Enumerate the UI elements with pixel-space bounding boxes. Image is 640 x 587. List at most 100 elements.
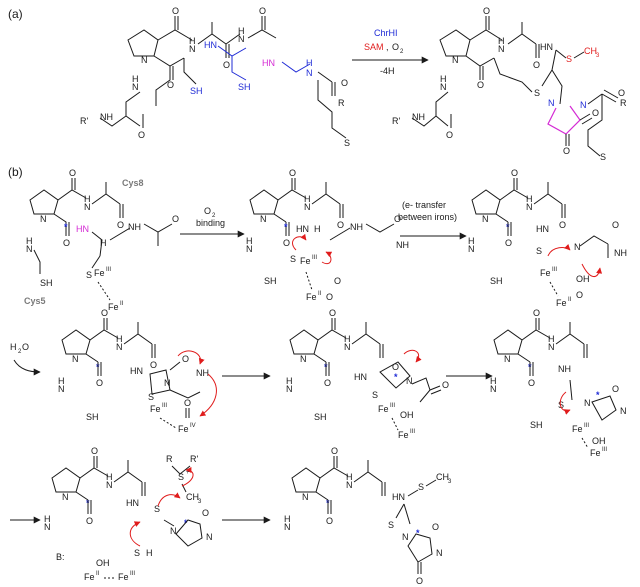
- svg-text:OH: OH: [96, 558, 110, 568]
- svg-text:O: O: [331, 446, 338, 456]
- svg-text:H: H: [84, 194, 91, 204]
- svg-text:OH: OH: [592, 436, 606, 446]
- svg-text:Fe: Fe: [378, 404, 389, 414]
- intermediate-2: N O H N O HN H * O NH O NH S Fe III Fe I…: [246, 168, 409, 302]
- svg-text:S: S: [558, 400, 564, 410]
- arrow-step-2: (e- transfer between irons): [398, 200, 467, 240]
- svg-text:O: O: [91, 446, 98, 456]
- svg-text:O: O: [96, 378, 103, 388]
- arrow-step-1: O 2 binding: [180, 206, 245, 238]
- svg-text:II: II: [318, 291, 322, 297]
- svg-text:H: H: [344, 334, 351, 344]
- svg-text:3: 3: [596, 53, 600, 59]
- svg-text:Fe: Fe: [556, 298, 567, 308]
- svg-text:*: *: [596, 390, 600, 400]
- svg-text:N: N: [402, 532, 409, 542]
- svg-text:SH: SH: [264, 276, 277, 286]
- svg-text:O: O: [101, 308, 108, 318]
- svg-text:H: H: [526, 194, 533, 204]
- svg-text:,: ,: [386, 42, 389, 52]
- svg-text:Fe: Fe: [300, 256, 311, 266]
- svg-text:*: *: [416, 528, 420, 538]
- svg-text:III: III: [390, 403, 395, 409]
- svg-text:S: S: [178, 472, 184, 482]
- svg-text:O: O: [334, 276, 341, 286]
- svg-text:Fe: Fe: [590, 448, 601, 458]
- svg-text:S: S: [372, 390, 378, 400]
- water-loss-arrow: H 2 O: [10, 342, 41, 376]
- ring-n-blue: N: [548, 98, 555, 108]
- svg-text:S: S: [134, 548, 140, 558]
- atom-o: O: [341, 78, 348, 88]
- svg-text:between irons): between irons): [398, 212, 457, 222]
- svg-text:H: H: [116, 334, 123, 344]
- svg-text:H: H: [44, 514, 51, 524]
- svg-text:O: O: [184, 398, 191, 408]
- svg-text:N: N: [58, 384, 65, 394]
- atom-h: H: [238, 26, 245, 36]
- atom-hn-blue: HN: [204, 40, 217, 50]
- svg-text:N: N: [436, 548, 443, 558]
- svg-text:NH: NH: [558, 364, 571, 374]
- cys8-label: Cys8: [122, 178, 144, 188]
- svg-text:O: O: [150, 360, 157, 370]
- svg-text:CH: CH: [436, 472, 449, 482]
- panel-a-label: (a): [8, 7, 23, 21]
- svg-text:S: S: [154, 504, 160, 514]
- svg-text:H: H: [106, 472, 113, 482]
- svg-text:3: 3: [198, 499, 202, 505]
- svg-text:B:: B:: [56, 552, 65, 562]
- svg-text:II: II: [96, 571, 100, 577]
- svg-text:S: S: [600, 152, 606, 162]
- svg-text:NH: NH: [196, 368, 209, 378]
- svg-text:HN: HN: [392, 492, 405, 502]
- svg-text:O: O: [69, 168, 76, 178]
- svg-text:O: O: [289, 168, 296, 178]
- svg-text:binding: binding: [196, 218, 225, 228]
- svg-text:OH: OH: [400, 410, 414, 420]
- svg-text:SH: SH: [314, 412, 327, 422]
- svg-text:HN: HN: [536, 224, 549, 234]
- svg-text:N: N: [526, 202, 533, 212]
- svg-text:H: H: [286, 376, 293, 386]
- svg-text:S: S: [148, 392, 154, 402]
- svg-text:NH: NH: [350, 222, 363, 232]
- svg-text:H: H: [100, 238, 107, 248]
- svg-text:Fe: Fe: [84, 572, 95, 582]
- intermediate-7: N O H N * O HN S R R' S + CH 3 N * O N S…: [44, 446, 213, 582]
- svg-text:SH: SH: [530, 420, 543, 430]
- svg-text:N: N: [548, 342, 555, 352]
- svg-text:O: O: [533, 308, 540, 318]
- svg-text:Fe: Fe: [540, 268, 551, 278]
- svg-text:N: N: [260, 214, 267, 224]
- svg-text:N: N: [344, 342, 351, 352]
- svg-text:N: N: [302, 492, 309, 502]
- svg-text:N: N: [116, 342, 123, 352]
- svg-text:N: N: [482, 214, 489, 224]
- svg-text:2: 2: [18, 349, 22, 355]
- svg-text:N: N: [304, 202, 311, 212]
- svg-text:SH: SH: [86, 412, 99, 422]
- atom-r-prime: R': [80, 116, 88, 126]
- atom-n: N: [141, 55, 148, 65]
- svg-text:O: O: [563, 146, 570, 156]
- svg-text:O: O: [446, 130, 453, 140]
- svg-text:III: III: [130, 571, 135, 577]
- loss-label: -4H: [380, 66, 395, 76]
- svg-text:N: N: [406, 376, 413, 386]
- svg-text:O: O: [483, 6, 490, 16]
- svg-text:N: N: [72, 354, 79, 364]
- svg-text:O: O: [329, 308, 336, 318]
- svg-text:III: III: [106, 267, 111, 273]
- svg-text:O: O: [202, 508, 209, 518]
- atom-nh: NH: [100, 112, 113, 122]
- svg-text:Fe: Fe: [94, 268, 105, 278]
- svg-text:S: S: [536, 246, 542, 256]
- svg-text:Fe: Fe: [150, 404, 161, 414]
- svg-text:HN: HN: [540, 42, 553, 52]
- svg-text:H: H: [304, 194, 311, 204]
- svg-text:N: N: [40, 214, 47, 224]
- svg-text:Fe: Fe: [398, 430, 409, 440]
- svg-text:N: N: [620, 406, 627, 416]
